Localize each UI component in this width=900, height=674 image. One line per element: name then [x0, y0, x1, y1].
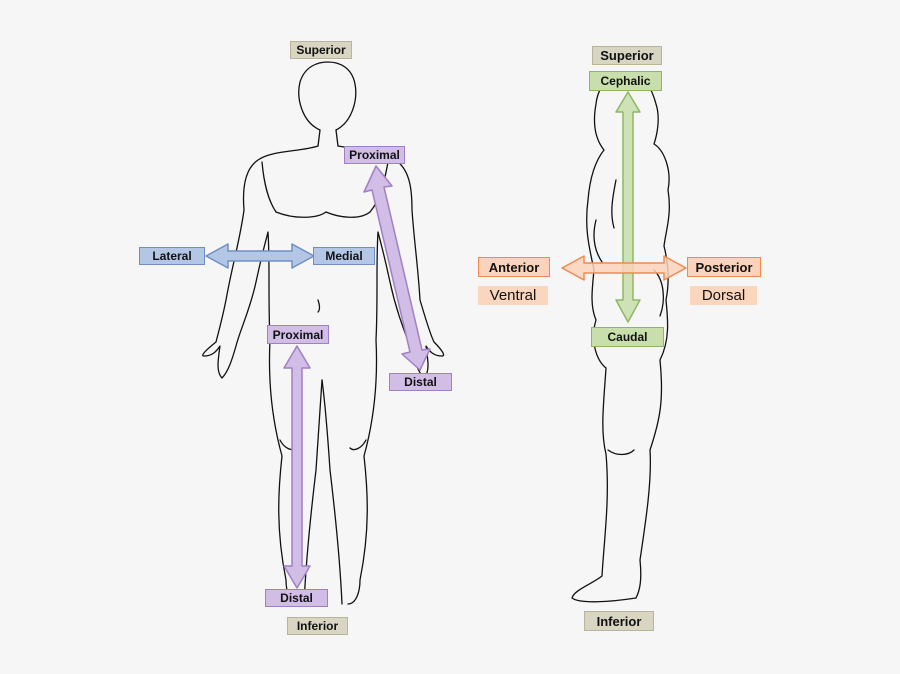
ventral-label: Ventral: [478, 286, 548, 305]
side-inferior-label: Inferior: [584, 611, 654, 631]
side-superior-label: Superior: [592, 46, 662, 65]
posterior-label: Posterior: [687, 257, 761, 277]
front-superior-label: Superior: [290, 41, 352, 59]
lateral-medial-arrow: [205, 243, 315, 269]
leg-distal-label: Distal: [265, 589, 328, 607]
arm-distal-label: Distal: [389, 373, 452, 391]
arm-proximal-distal-arrow: [363, 165, 431, 371]
anterior-label: Anterior: [478, 257, 550, 277]
caudal-label: Caudal: [591, 327, 664, 347]
leg-proximal-label: Proximal: [267, 325, 329, 344]
cephalic-caudal-arrow: [615, 91, 641, 323]
anterior-posterior-arrow: [561, 255, 687, 281]
dorsal-label: Dorsal: [690, 286, 757, 305]
leg-proximal-distal-arrow: [283, 345, 311, 589]
arm-proximal-label: Proximal: [344, 146, 405, 164]
medial-label: Medial: [313, 247, 375, 265]
lateral-label: Lateral: [139, 247, 205, 265]
cephalic-label: Cephalic: [589, 71, 662, 91]
front-inferior-label: Inferior: [287, 617, 348, 635]
